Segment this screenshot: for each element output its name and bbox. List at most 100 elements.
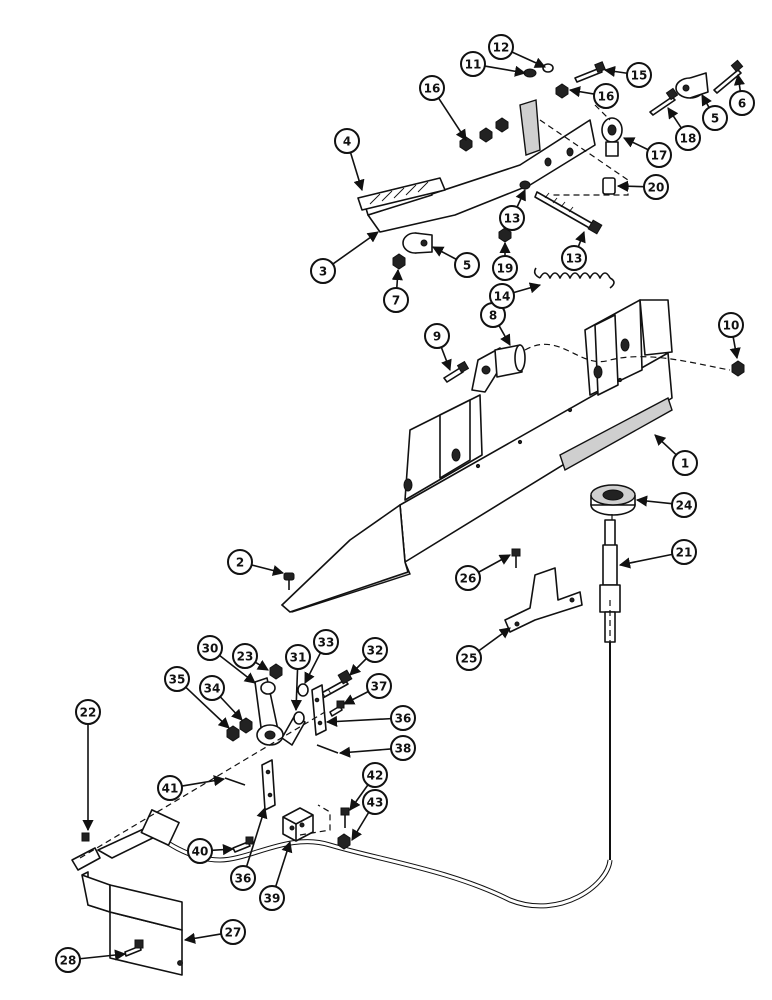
pin-part-38 <box>316 744 339 754</box>
callout-circle <box>626 62 652 88</box>
callout-leader <box>484 65 527 77</box>
washer-part-13b <box>519 180 531 190</box>
callout-number: 22 <box>80 706 97 720</box>
callout-leader <box>618 553 673 569</box>
callout-number: 7 <box>392 294 400 308</box>
callout-leader <box>219 696 243 721</box>
callout-number: 2 <box>236 556 244 570</box>
callout-number: 4 <box>343 135 351 149</box>
callout-2: 2 <box>227 549 285 576</box>
callout-number: 33 <box>318 636 335 650</box>
callout-circle <box>488 34 514 60</box>
callout-circle <box>75 699 101 725</box>
callout-number: 23 <box>237 650 254 664</box>
callout-16: 16 <box>568 83 619 109</box>
callout-40: 40 <box>187 838 235 864</box>
callout-leader <box>498 325 511 346</box>
bracket-part-25 <box>504 567 583 633</box>
callout-number: 21 <box>676 546 693 560</box>
callout-leader <box>274 840 293 887</box>
callout-22: 22 <box>75 699 101 832</box>
nut-part-23 <box>269 663 283 680</box>
callout-circle <box>199 675 225 701</box>
callout-circle <box>187 838 213 864</box>
callout-4: 4 <box>334 128 365 192</box>
callout-leader <box>218 654 256 684</box>
callout-circle <box>593 83 619 109</box>
screw-part-42 <box>340 807 350 828</box>
washer-part-11 <box>523 68 537 78</box>
callout-12: 12 <box>488 34 547 68</box>
callout-circle <box>232 643 258 669</box>
callout-circle <box>230 865 256 891</box>
callout-5: 5 <box>432 246 480 278</box>
callout-39: 39 <box>259 840 293 911</box>
callout-circle <box>729 90 755 116</box>
washer-part-13 <box>542 63 554 73</box>
nut-part-10 <box>731 360 745 377</box>
callout-leader <box>513 282 542 294</box>
pulley-part-24 <box>590 484 636 516</box>
callout-34: 34 <box>199 675 243 721</box>
callout-leader <box>79 949 127 961</box>
callout-circle <box>227 549 253 575</box>
callout-13: 13 <box>499 188 526 231</box>
callout-number: 36 <box>395 712 412 726</box>
callout-circle <box>424 323 450 349</box>
callout-circle <box>313 629 339 655</box>
callout-circle <box>362 789 388 815</box>
callout-21: 21 <box>618 539 697 569</box>
callout-number: 13 <box>566 252 583 266</box>
callout-number: 37 <box>371 680 388 694</box>
callout-leader <box>349 657 368 676</box>
callout-circle <box>675 125 701 151</box>
spring-part-14 <box>533 267 615 289</box>
callout-20: 20 <box>616 174 669 200</box>
callout-number: 3 <box>319 265 327 279</box>
callout-number: 19 <box>497 262 514 276</box>
callout-leader <box>635 495 673 507</box>
callout-circle <box>671 492 697 518</box>
callout-number: 5 <box>463 259 471 273</box>
callout-41: 41 <box>157 775 226 801</box>
callout-1: 1 <box>654 434 698 476</box>
callout-leader <box>343 690 369 705</box>
callout-number: 28 <box>60 954 77 968</box>
callout-leader <box>440 346 452 372</box>
callout-number: 9 <box>433 330 441 344</box>
nut-part-43 <box>337 833 351 850</box>
bolt-part-9 <box>443 360 470 383</box>
callout-circle <box>646 142 672 168</box>
callout-number: 6 <box>738 97 746 111</box>
callout-leader <box>245 806 268 867</box>
cable-sleeve-part <box>97 809 180 859</box>
callout-leader <box>181 775 226 787</box>
callout-leader <box>254 659 269 671</box>
callout-6: 6 <box>729 73 755 116</box>
callout-number: 12 <box>493 41 510 55</box>
rod-end-part-17 <box>601 117 623 157</box>
nut-part-7 <box>392 253 406 270</box>
callout-leader <box>432 246 457 261</box>
callout-leader <box>733 73 745 92</box>
callout-leader <box>304 652 322 684</box>
callout-leader <box>478 627 511 652</box>
callout-19: 19 <box>492 241 518 281</box>
callout-24: 24 <box>635 492 697 518</box>
callout-circle <box>366 673 392 699</box>
callout-circle <box>383 287 409 313</box>
callout-23: 23 <box>232 643 269 671</box>
callout-number: 39 <box>264 892 281 906</box>
bolt-part-12 <box>534 191 603 235</box>
callout-circle <box>390 705 416 731</box>
nut-part-34 <box>239 717 253 734</box>
callout-leader <box>349 784 369 811</box>
callout-leader <box>511 51 547 68</box>
callout-35: 35 <box>164 666 230 729</box>
callout-15: 15 <box>603 62 652 88</box>
washer-part-33 <box>297 683 309 697</box>
callout-leader <box>332 231 379 265</box>
callout-18: 18 <box>667 107 701 151</box>
callout-number: 18 <box>680 132 697 146</box>
callout-17: 17 <box>622 137 672 168</box>
